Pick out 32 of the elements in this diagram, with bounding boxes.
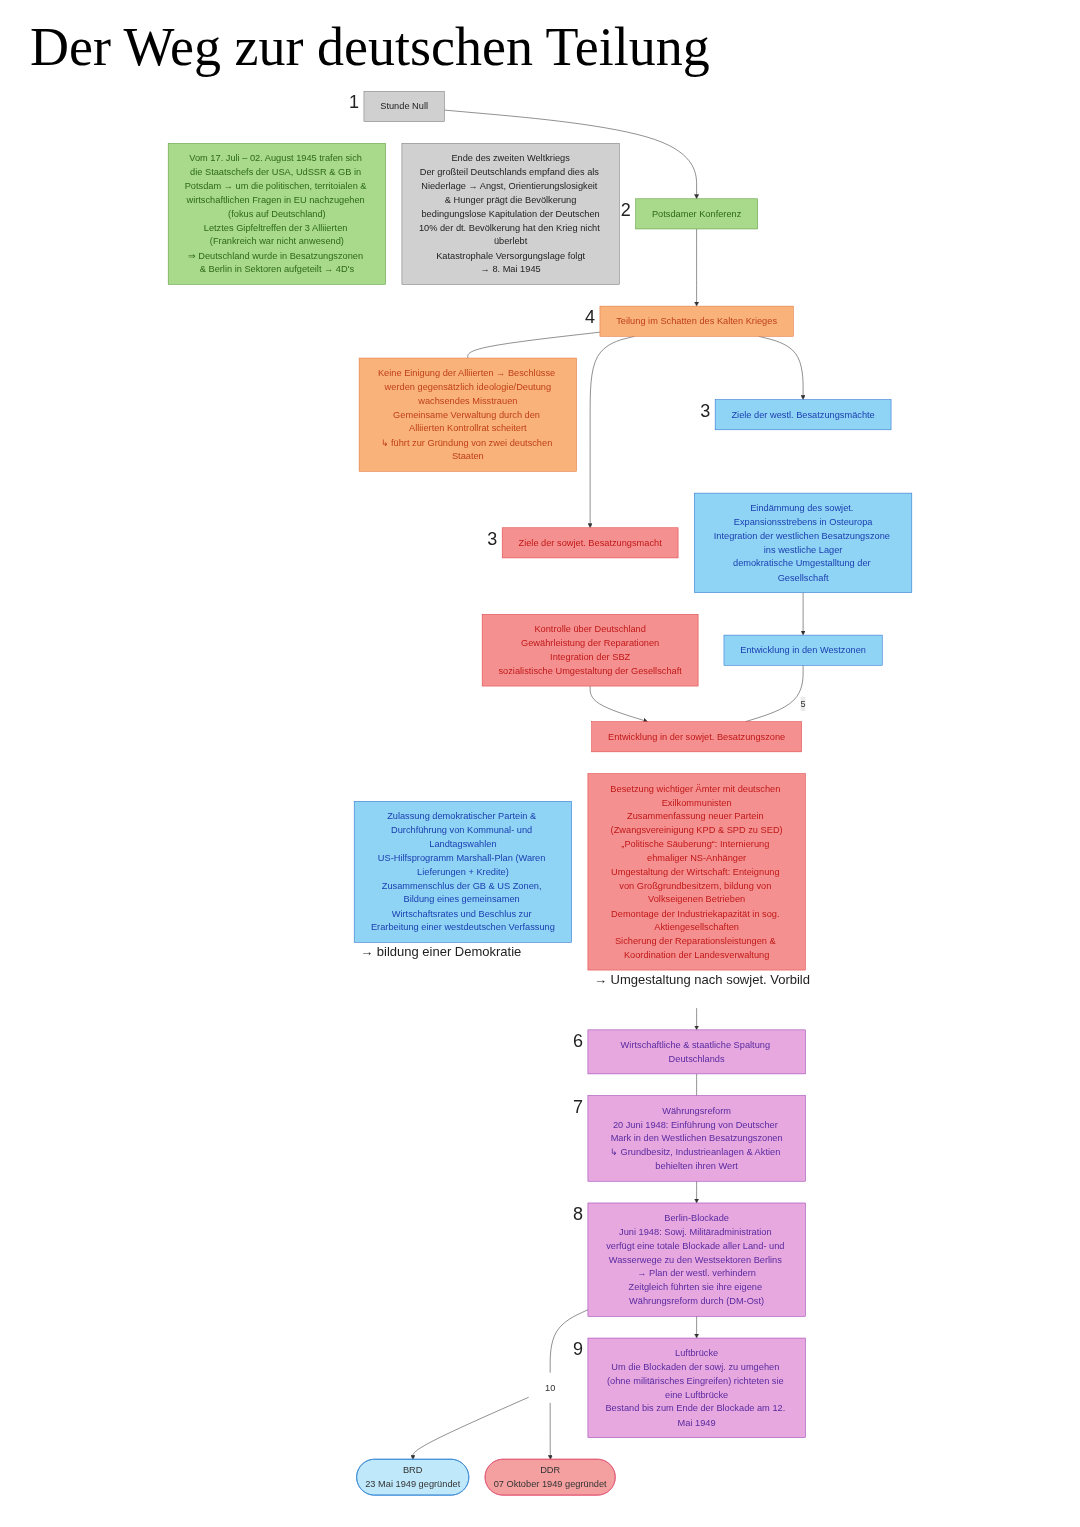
note-text: → bildung einer Demokratie	[360, 945, 522, 959]
step-number: 9	[572, 1340, 583, 1359]
node-box: Ziele der sowjet. Besatzungsmacht	[501, 527, 679, 559]
step-number: 1	[348, 93, 359, 112]
step-number: 6	[572, 1031, 583, 1050]
node-box: Stunde Null	[363, 91, 445, 122]
node-box: Berlin-Blockade Juni 1948: Sowj. Militäradministration verfügt eine totale Blockade aller Land- und Wasserwege zu den Westsektoren Berlins → Plan der westl. verhindern Zeitgleich führten sie ihre eigene Währungsreform durch (DM-Ost)	[587, 1202, 806, 1317]
step-number: 8	[572, 1204, 583, 1223]
node-box: Kontrolle über Deutschland Gewährleistung der Reparationen Integration der SBZ sozialistische Umgestaltung der Gesellschaft	[481, 614, 699, 687]
diagram-title: Der Weg zur deutschen Teilung	[30, 16, 711, 78]
node-box: Besetzung wichtiger Ämter mit deutschen Exilkommunisten Zusammenfassung neuer Partein (Zwangsvereinigung KPD & SPD zu SED) „Politische Säuberung“: Internierung ehmaliger NS-Anhänger Umgestaltung der Wirtschaft: Enteignung von Großgrundbesitzern, bildung von Volkseigenen Betrieben Demontage der Industriekapazität in sog. Aktiengesellschaften Sicherung der Reparationsleistungen & Koordination der Landesverwaltung	[587, 773, 806, 971]
node-box: Potsdamer Konferenz	[635, 198, 758, 230]
node-box: Ziele der westl. Besatzungsmächte	[714, 399, 892, 431]
step-number: 3	[700, 401, 711, 420]
node-text: 10	[545, 1382, 556, 1393]
node-box: Wirtschaftliche & staatliche Spaltung Deutschlands	[587, 1029, 806, 1075]
note-text: → Umgestaltung nach sowjet. Vorbild	[593, 973, 810, 987]
node-box: Keine Einigung der Alliierten → Beschlüsse werden gegensätzlich ideologie/Deutung wachsendes Misstrauen Gemeinsame Verwaltung durch den Alliierten Kontrollrat scheitert ↳ führt zur Gründung von zwei deutschen Staaten	[358, 357, 577, 472]
node-box: Zulassung demokratischer Partein & Durchführung von Kommunal- und Landtagswahlen US-Hilfsprogramm Marshall-Plan (Waren Lieferungen + Kredite) Zusammenschlus der GB & US Zonen, Bildung eines gemeinsamen Wirtschaftsrates und Beschlus zur Erarbeitung einer westdeutschen Verfassung	[353, 801, 572, 943]
node-box: Luftbrücke Um die Blockaden der sowj. zu umgehen (ohne militärisches Eingreifen) richteten sie eine Luftbrücke Bestand bis zum Ende der Blockade am 12. Mai 1949	[587, 1337, 806, 1438]
edge-label: 5	[800, 698, 806, 709]
step-number: 4	[584, 308, 595, 327]
step-number: 2	[620, 200, 631, 219]
node-box: Eindämmung des sowjet. Expansionsstrebens in Osteuropa Integration der westlichen Besatzungszone ins westliche Lager demokratische Umgestalltung der Gesellschaft	[694, 492, 913, 593]
node-box: Ende des zweiten Weltkriegs Der großteil Deutschlands empfand dies als Niederlage → Angst, Orientierungslosigkeit & Hunger prägt die Bevölkerung bedingungslose Kapitulation der Deutschen 10% der dt. Bevölkerung hat den Krieg nicht überlebt Katastrophale Versorgungslage folgt → 8. Mai 1945	[401, 143, 620, 285]
step-number: 3	[487, 529, 498, 548]
node-box: Entwicklung in der sowjet. Besatzungszone	[591, 721, 802, 753]
node-box: Teilung im Schatten des Kalten Krieges	[599, 305, 794, 337]
node-box: Vom 17. Juli – 02. August 1945 trafen sich die Staatschefs der USA, UdSSR & GB in Potsdam → um die politischen, territoialen & wirtschaftlichen Fragen in EU nachzugehen (fokus auf Deutschland) Letztes Gipfeltreffen der 3 Alliierten (Frankreich war nicht anwesend) ⇒ Deutschland wurde in Besatzungszonen & Berlin in Sektoren aufgeteilt → 4D's	[167, 143, 386, 285]
node-box: Währungsreform 20 Juni 1948: Einführung von Deutscher Mark in den Westlichen Besatzungszonen ↳ Grundbesitz, Industrieanlagen & Aktien behielten ihren Wert	[587, 1095, 806, 1182]
step-number: 7	[572, 1097, 583, 1116]
node-box: Entwicklung in den Westzonen	[723, 634, 883, 666]
